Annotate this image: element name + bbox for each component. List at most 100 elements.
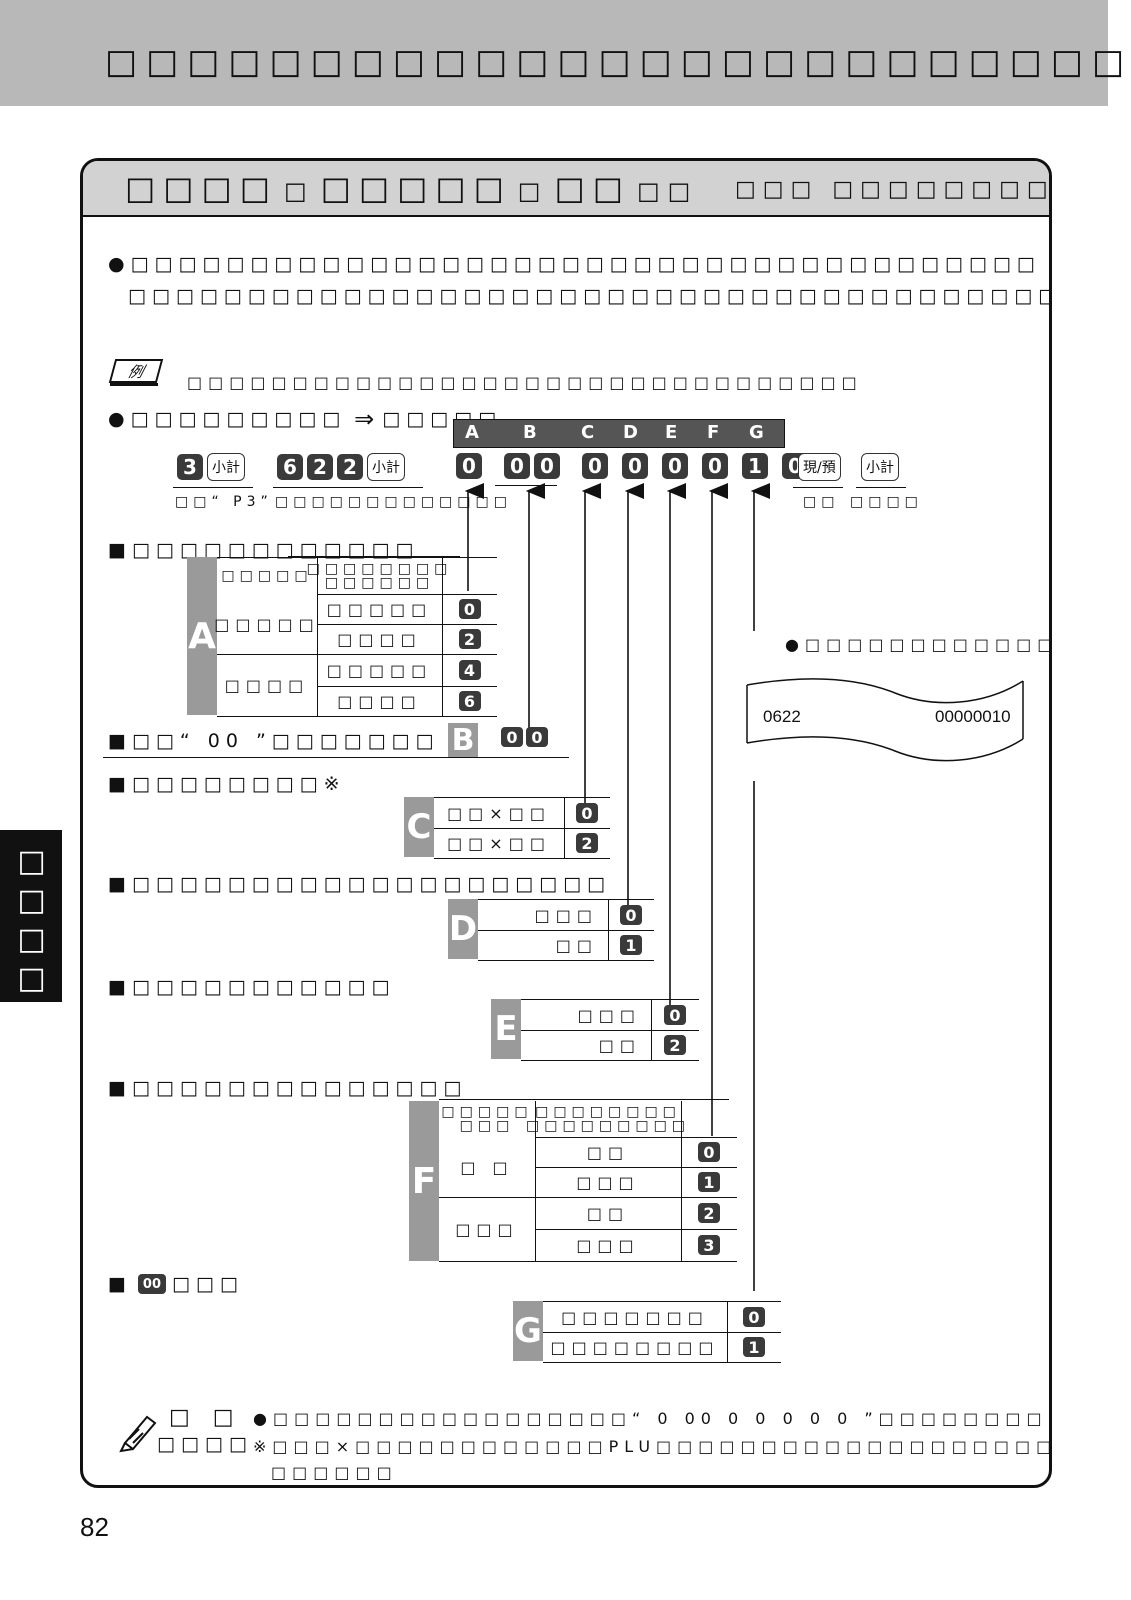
group-D-badge: D	[448, 899, 478, 959]
group-B-key: 0	[526, 727, 548, 747]
code-header-C: C	[581, 422, 595, 443]
group-B-key: 0	[501, 727, 523, 747]
group-A-row-label: □□□□□	[326, 660, 433, 680]
group-A-badge: A	[187, 557, 217, 715]
note-line-1: ●□□□□□□□□□□□□□□□□□“ 0 00 0 0 0 0 0 ”□□□□…	[253, 1409, 1048, 1428]
group-D-table: □□□ □□ 0 1	[478, 899, 654, 961]
group-B-keys: 0 0	[501, 727, 548, 747]
group-F-col2-head: □□□□□□□□ □□□□□□□□□	[525, 1104, 691, 1134]
intro-line-2: □□□□□□□□□□□□□□□□□□□□□□□□□□□□□□□□□□□□□□□□…	[128, 285, 1049, 307]
key-3[interactable]: 3	[177, 454, 203, 480]
group-A-rowgroup-2: □□□□	[224, 675, 310, 695]
subtotal-key[interactable]: 小計	[207, 453, 245, 481]
group-F-key: 2	[698, 1203, 720, 1223]
pencil-icon	[119, 1415, 157, 1453]
section-title-bar	[83, 161, 1049, 217]
cash-key[interactable]: 現/預	[798, 453, 841, 481]
receipt-right-value: 00000010	[935, 707, 1011, 726]
cash-key-wrap: 現/預	[798, 453, 841, 481]
digit-key-B2[interactable]: 0	[534, 453, 560, 479]
group-A-heading: ■□□□□□□□□□□□□	[108, 539, 420, 561]
group-B-heading: ■□□“ 00 ”□□□□□□□	[108, 730, 440, 752]
group-C-table: □□×□□ □□×□□ 0 2	[434, 797, 610, 859]
section-title-part: □□	[554, 169, 631, 207]
key-2[interactable]: 2	[307, 454, 333, 480]
section-title-part: □□□□□	[320, 169, 512, 207]
section-title-part: □□□□	[125, 169, 278, 207]
group-A-table: □□□□□ □□□□□□□□ □□□□□□ □□□□□ □□□□ □□□□□ □…	[214, 557, 497, 717]
double-zero-key: 00	[137, 1274, 166, 1294]
digit-key-E[interactable]: 0	[662, 453, 688, 479]
code-header-bar	[453, 419, 785, 448]
digit-key-A[interactable]: 0	[456, 453, 482, 479]
section-title-part: □	[517, 177, 549, 205]
arrow-lines	[464, 483, 770, 1291]
page-header-band	[0, 0, 1108, 106]
group-A-rowgroup-1: □□□□□	[214, 614, 320, 634]
group-C-heading: ■□□□□□□□□※	[108, 773, 346, 795]
group-E-key: 2	[664, 1035, 686, 1055]
receipt-caption: ●□□□□□□□□□□□□□	[785, 635, 1052, 654]
group-E-table: □□□ □□ 0 2	[521, 999, 699, 1061]
operation-text: ●□□□□□□□□□	[108, 408, 347, 430]
example-icon: 例	[108, 359, 164, 387]
section-title: □□□□ □ □□□□□ □ □□ □□	[125, 169, 698, 207]
group-G-badge: G	[513, 1301, 543, 1361]
page-header-title: □□□□□□□□□□□□□□□□□□□□□□□□□□	[105, 42, 1131, 82]
receipt-left-value: 0622	[763, 707, 801, 726]
group-A-row-label: □□□□□	[326, 599, 433, 619]
group-B-badge: B	[448, 723, 478, 758]
note-line-3: □□□□□□	[271, 1463, 398, 1482]
digit-key-C[interactable]: 0	[582, 453, 608, 479]
group-E-row-label: □□	[598, 1035, 641, 1055]
key-6[interactable]: 6	[277, 454, 303, 480]
group-E-badge: E	[491, 999, 521, 1059]
digit-key-G[interactable]: 1	[742, 453, 768, 479]
group-G-key: 1	[743, 1337, 765, 1357]
group-C-key: 0	[576, 803, 598, 823]
group-F-rowgroup-2: □□□	[455, 1219, 519, 1239]
key-2[interactable]: 2	[337, 454, 363, 480]
group-D-key: 1	[620, 935, 642, 955]
digit-key-B1[interactable]: 0	[504, 453, 530, 479]
group-C-badge: C	[404, 797, 434, 857]
group-F-row-label: □□	[586, 1203, 630, 1223]
group-F-col1-head: □□□□□ □□□	[441, 1104, 533, 1134]
group-C-key: 2	[576, 833, 598, 853]
group-F-badge: F	[409, 1101, 439, 1261]
group-A-col2-head: □□□□□□□□ □□□□□□	[306, 561, 453, 591]
group-C-row-label: □□×□□	[447, 803, 551, 823]
group-F-heading: ■□□□□□□□□□□□□□□	[108, 1077, 468, 1099]
side-tab-label: □□□□□□	[14, 844, 49, 1078]
example-icon-underline	[110, 383, 158, 386]
group-F-key: 1	[698, 1172, 720, 1192]
key-seq-2: 6 2 2 小計	[277, 453, 405, 481]
side-tab: □□□□□□	[0, 830, 62, 1078]
code-header-D: D	[623, 422, 638, 443]
subtotal-key[interactable]: 小計	[861, 453, 899, 481]
code-header-G: G	[749, 422, 764, 443]
key-seq-1: 3 小計	[177, 453, 245, 481]
caption-setting: □□□□□□□□□□□□□	[275, 494, 512, 510]
group-G-heading-text: □□□	[171, 1273, 244, 1295]
right-arrow-icon: ⇒	[354, 405, 375, 433]
digit-key-F[interactable]: 0	[702, 453, 728, 479]
subtotal-key[interactable]: 小計	[367, 453, 405, 481]
digit-key-D[interactable]: 0	[622, 453, 648, 479]
section-title-right: □□□ □□□□□□□□	[735, 177, 1052, 202]
group-F-row-label: □□	[586, 1142, 630, 1162]
group-C-row-label: □□×□□	[447, 833, 551, 853]
group-A-key: 4	[458, 660, 481, 680]
group-D-heading: ■□□□□□□□□□□□□□□□□□□□□	[108, 873, 611, 895]
receipt-paper	[746, 678, 1024, 762]
group-F-rowgroup-1: □ □	[460, 1157, 514, 1177]
caption-subtotal: □□□□	[850, 494, 923, 510]
content-frame: □□□□ □ □□□□□ □ □□ □□ □□□ □□□□□□□□ ●□□□□□…	[80, 158, 1052, 1488]
caption-p3: □□“ P3”	[175, 494, 273, 510]
group-G-key: 0	[743, 1307, 765, 1327]
group-A-key: 2	[458, 629, 481, 649]
group-A-row-label: □□□□	[337, 629, 422, 649]
code-header-B: B	[523, 422, 537, 443]
group-G-heading: ■ 00 □□□	[108, 1273, 244, 1295]
code-header-A: A	[465, 422, 479, 443]
